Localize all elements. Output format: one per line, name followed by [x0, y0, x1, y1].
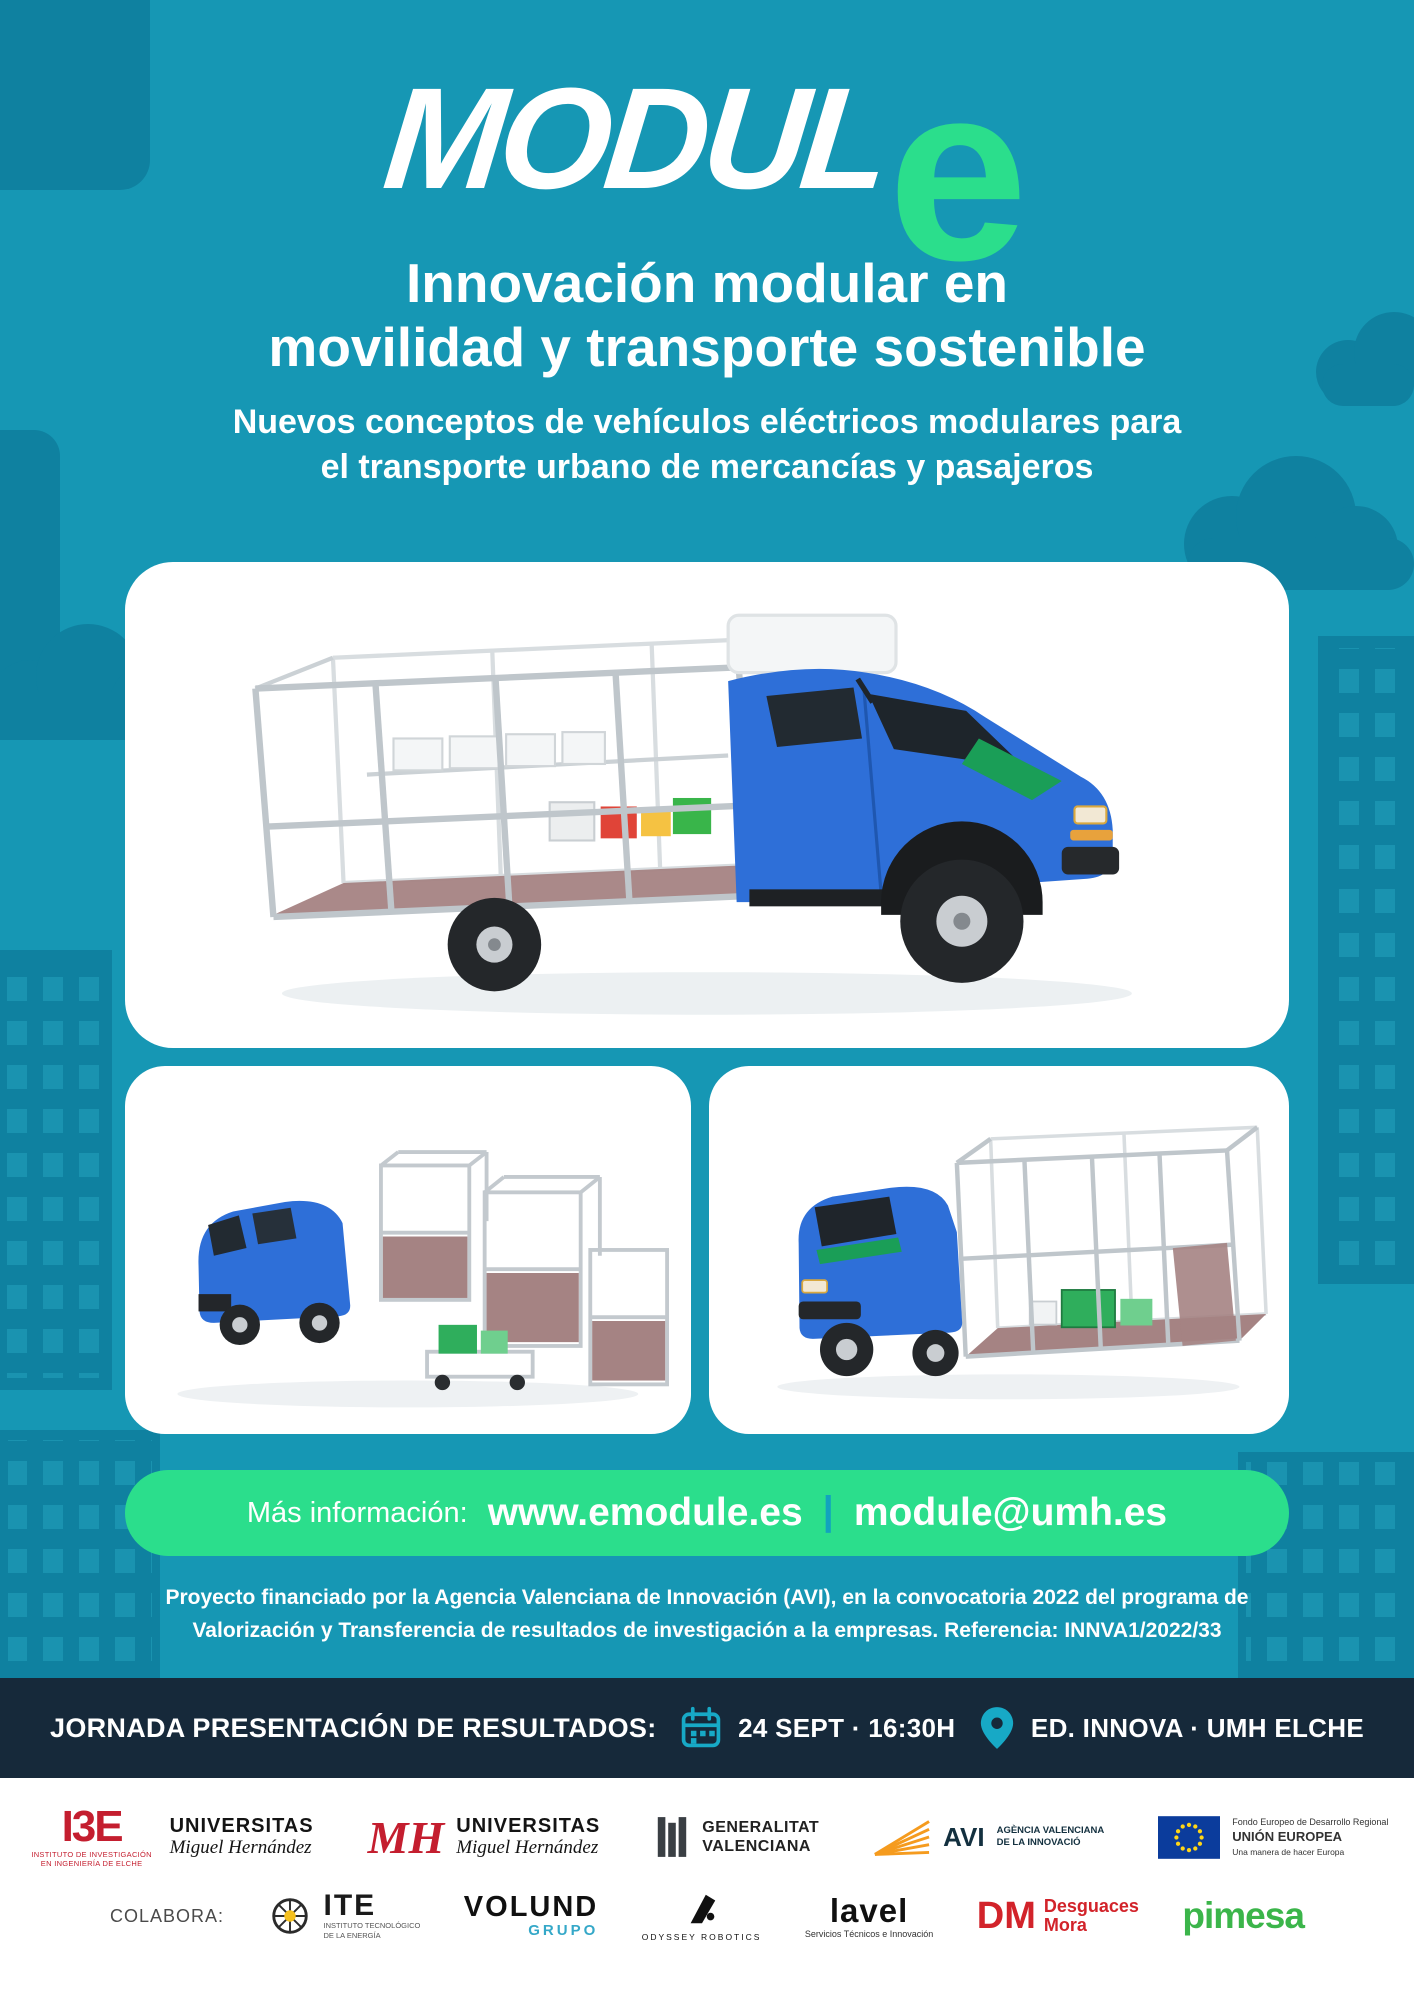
- header: MODUL e Innovación modular en movilidad …: [0, 30, 1414, 491]
- calendar-icon: [681, 1706, 721, 1748]
- secondary-render-row: [125, 1066, 1289, 1434]
- logo-umh: MH UNIVERSITAS Miguel Hernández: [367, 1811, 601, 1863]
- title-line-2: movilidad y transporte sostenible: [268, 315, 1146, 378]
- page-title: Innovación modular en movilidad y transp…: [0, 252, 1414, 380]
- module-logo: MODUL e: [0, 30, 1414, 299]
- ite-caption1: INSTITUTO TECNOLÓGICO: [323, 1921, 421, 1931]
- collaborators-row: COLABORA: ITE INSTITUTO TECNOLÓGICO DE L…: [0, 1891, 1414, 1942]
- miguel-hernandez-label: Miguel Hernández: [456, 1836, 599, 1858]
- universitas-label: UNIVERSITAS: [169, 1815, 314, 1838]
- modular-truck-render: [252, 613, 1132, 1015]
- page-subtitle: Nuevos conceptos de vehículos eléctricos…: [0, 400, 1414, 491]
- logo-ite: ITE INSTITUTO TECNOLÓGICO DE LA ENERGÍA: [268, 1889, 421, 1941]
- event-band: JORNADA PRESENTACIÓN DE RESULTADOS: 24 S…: [0, 1678, 1414, 1778]
- event-datetime-group: 24 SEPT · 16:30H: [679, 1706, 955, 1750]
- eu-fund-label: Fondo Europeo de Desarrollo Regional: [1232, 1816, 1389, 1827]
- generalitat-emblem-icon: [658, 1817, 687, 1858]
- main-render-card: [125, 562, 1289, 1048]
- logo-avi: AVI AGÈNCIA VALENCIANA DE LA INNOVACIÓ: [873, 1817, 1104, 1857]
- dm-line2: Mora: [1043, 1915, 1087, 1936]
- volund-grupo-label: GRUPO: [528, 1921, 599, 1939]
- eu-motto-label: Una manera de hacer Europa: [1232, 1846, 1345, 1857]
- event-title: JORNADA PRESENTACIÓN DE RESULTADOS:: [50, 1712, 657, 1743]
- logo-i3e-umh: I3E INSTITUTO DE INVESTIGACIÓN EN INGENI…: [26, 1802, 314, 1869]
- website-url: www.emodule.es: [487, 1491, 803, 1534]
- generalitat-line2: VALENCIANA: [702, 1838, 811, 1856]
- logo-volund: VOLUND GRUPO: [463, 1890, 599, 1940]
- event-datetime: 24 SEPT · 16:30H: [738, 1712, 956, 1743]
- logo-text-e: e: [887, 32, 1029, 313]
- avi-line2: DE LA INNOVACIÓ: [996, 1837, 1081, 1849]
- colabora-label: COLABORA:: [110, 1905, 225, 1926]
- truck-module-mounted-render: [776, 1125, 1268, 1400]
- odyssey-name: ODYSSEY ROBOTICS: [641, 1931, 762, 1942]
- ite-caption2: DE LA ENERGÍA: [323, 1931, 381, 1941]
- ite-emblem-icon: [271, 1898, 308, 1934]
- dm-line1: Desguaces: [1043, 1896, 1139, 1917]
- i3e-caption: INSTITUTO DE INVESTIGACIÓN EN INGENIERÍA…: [31, 1849, 152, 1869]
- subtitle-line-2: el transporte urbano de mercancías y pas…: [320, 448, 1094, 487]
- right-render-card: [709, 1066, 1289, 1434]
- ite-name: ITE: [323, 1889, 377, 1923]
- logo-pimesa: pimesa: [1182, 1895, 1305, 1937]
- logo-union-europea: Fondo Europeo de Desarrollo Regional UNI…: [1158, 1815, 1389, 1859]
- event-location-group: ED. INNOVA · UMH ELCHE: [978, 1705, 1364, 1751]
- render-gallery: [125, 562, 1289, 1434]
- avi-line1: AGÈNCIA VALENCIANA: [996, 1825, 1105, 1837]
- eu-union-label: UNIÓN EUROPEA: [1232, 1829, 1343, 1845]
- dm-mark: DM: [976, 1895, 1036, 1938]
- eu-flag-icon: [1158, 1815, 1221, 1859]
- miguel-hernandez-label: Miguel Hernández: [169, 1836, 312, 1858]
- footer: I3E INSTITUTO DE INVESTIGACIÓN EN INGENI…: [0, 1778, 1414, 2000]
- location-pin-icon: [980, 1707, 1014, 1749]
- volund-name: VOLUND: [463, 1890, 599, 1923]
- odyssey-glyph-icon: [690, 1894, 715, 1923]
- info-banner: Más información: www.emodule.es | module…: [125, 1470, 1289, 1556]
- logo-odyssey-robotics: ODYSSEY ROBOTICS: [642, 1891, 762, 1942]
- info-label: Más información:: [246, 1496, 468, 1529]
- contact-email: module@umh.es: [853, 1491, 1168, 1534]
- logo-generalitat-valenciana: GENERALITAT VALENCIANA: [654, 1814, 819, 1860]
- funding-note: Proyecto financiado por la Agencia Valen…: [70, 1582, 1344, 1647]
- logo-lavel: lavel Servicios Técnicos e Innovación: [805, 1894, 933, 1939]
- logo-text-modul: MODUL: [377, 58, 893, 219]
- left-render-card: [125, 1066, 691, 1434]
- avi-abbr: AVI: [943, 1822, 985, 1853]
- i3e-mark: I3E: [61, 1802, 124, 1851]
- separator: |: [822, 1488, 834, 1533]
- mh-monogram: MH: [367, 1811, 445, 1863]
- event-location: ED. INNOVA · UMH ELCHE: [1030, 1712, 1364, 1743]
- generalitat-line1: GENERALITAT: [702, 1819, 820, 1837]
- lavel-name: lavel: [829, 1891, 909, 1929]
- partners-row: I3E INSTITUTO DE INVESTIGACIÓN EN INGENI…: [0, 1778, 1414, 1869]
- van-and-modules-render: [177, 1150, 670, 1408]
- subtitle-line-1: Nuevos conceptos de vehículos eléctricos…: [232, 402, 1182, 441]
- funding-line-1: Proyecto financiado por la Agencia Valen…: [165, 1586, 1249, 1609]
- funding-line-2: Valorización y Transferencia de resultad…: [192, 1618, 1222, 1642]
- avi-fan-icon: [874, 1820, 930, 1857]
- universitas-label: UNIVERSITAS: [456, 1815, 601, 1838]
- lavel-caption: Servicios Técnicos e Innovación: [804, 1928, 934, 1939]
- title-line-1: Innovación modular en: [405, 252, 1009, 314]
- logo-desguaces-mora: DM Desguaces Mora: [977, 1897, 1139, 1935]
